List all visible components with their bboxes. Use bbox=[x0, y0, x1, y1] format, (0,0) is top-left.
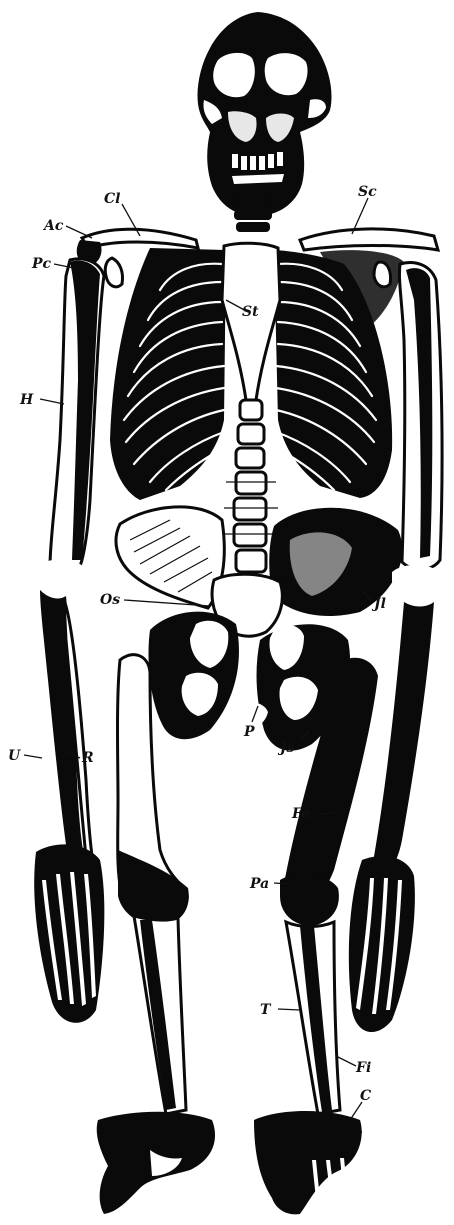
left-arm bbox=[34, 259, 104, 1023]
cervical-spine bbox=[234, 196, 272, 232]
spine bbox=[224, 400, 278, 572]
label-ulna: U bbox=[8, 748, 21, 764]
skull bbox=[198, 12, 332, 216]
label-ilium: Jl bbox=[371, 596, 386, 612]
label-femur: Fe bbox=[291, 806, 310, 822]
label-scapula: Sc bbox=[358, 184, 377, 200]
label-humerus: H bbox=[19, 392, 34, 408]
label-sternum: St bbox=[242, 304, 259, 320]
label-tibia: T bbox=[260, 1002, 272, 1018]
label-sacrum: Os bbox=[100, 592, 120, 608]
label-pubis: P bbox=[243, 724, 255, 740]
label-radius: R bbox=[81, 750, 94, 766]
label-clavicle: Cl bbox=[104, 191, 120, 207]
label-calcaneus: C bbox=[360, 1088, 371, 1104]
sternum bbox=[222, 243, 280, 400]
label-ischium: Js bbox=[277, 740, 295, 756]
label-acromion: Ac bbox=[42, 218, 64, 234]
label-fibula: Fi bbox=[355, 1060, 371, 1076]
label-coracoid-process: Pc bbox=[31, 256, 52, 272]
left-leg bbox=[97, 655, 215, 1214]
label-patella: Pa bbox=[249, 876, 269, 892]
